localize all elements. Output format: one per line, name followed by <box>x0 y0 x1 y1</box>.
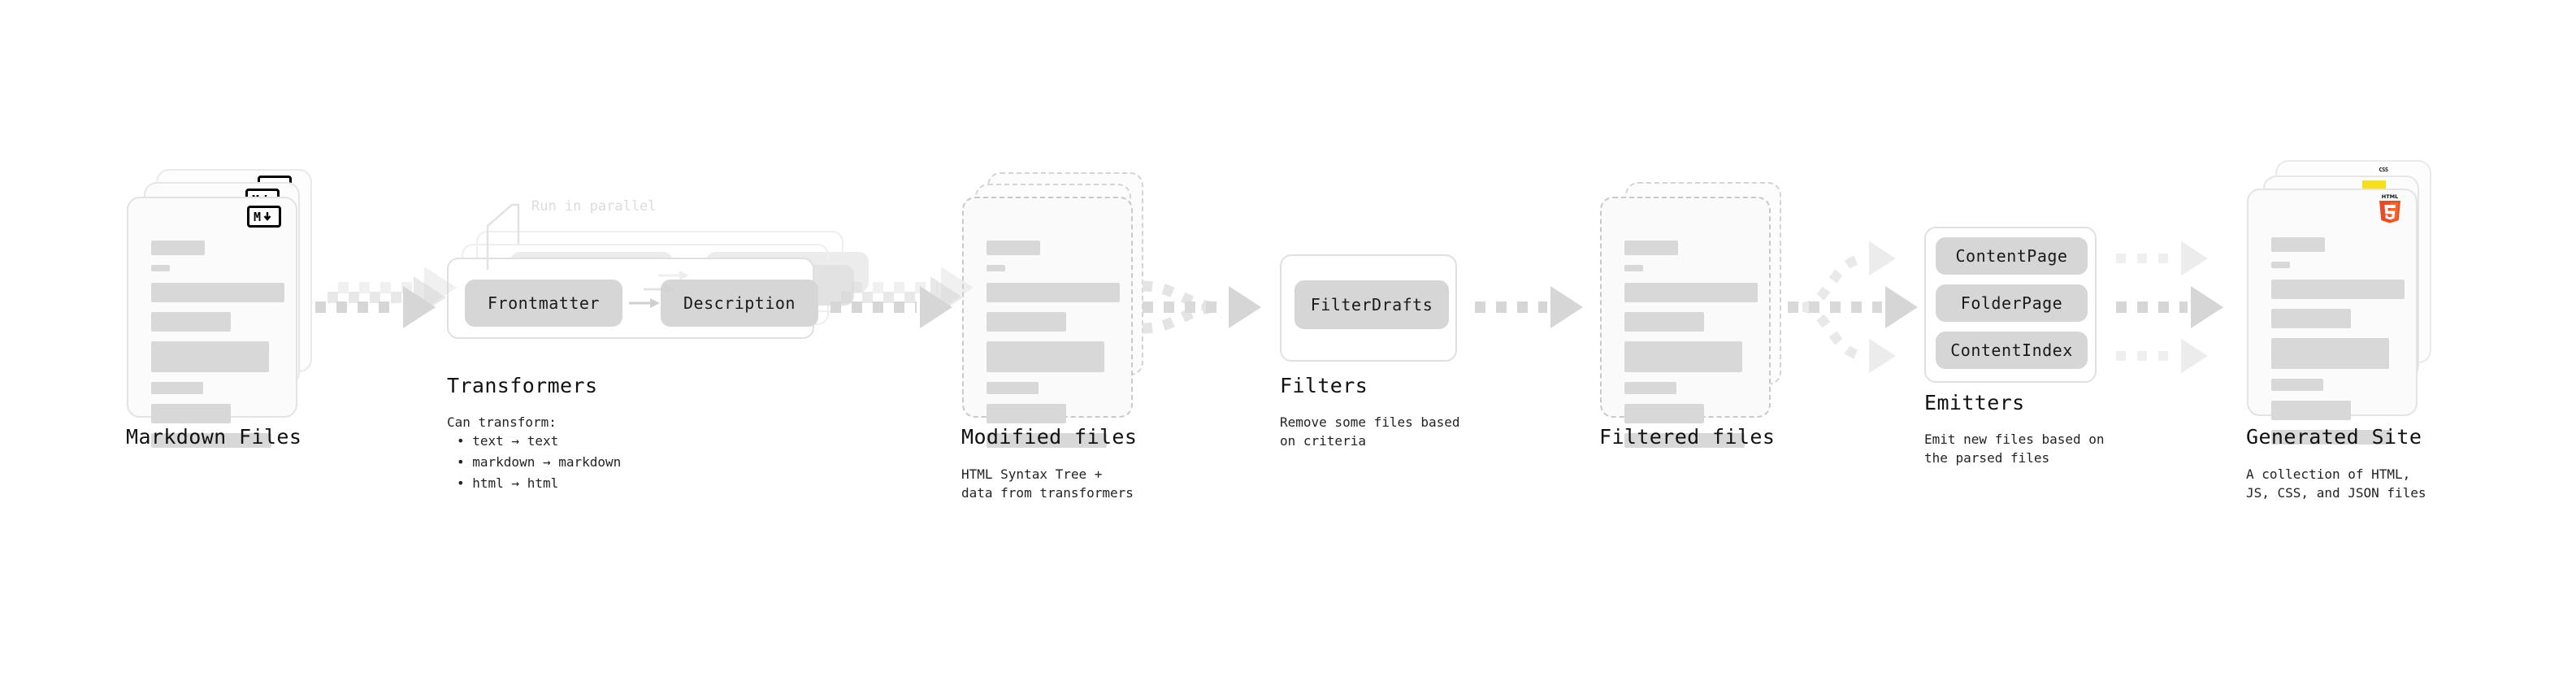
generated-card-front <box>2247 189 2418 445</box>
content-bar <box>2271 430 2392 445</box>
content-bar <box>2271 309 2351 328</box>
content-bar <box>2271 379 2323 391</box>
content-bar <box>151 433 271 448</box>
content-bar <box>2271 280 2405 299</box>
stage-title-transformers: Transformers <box>447 374 598 397</box>
content-bar <box>987 341 1104 372</box>
stage-subtitle-modified-files: HTML Syntax Tree + data from transformer… <box>961 466 1134 501</box>
stage-subtitle-emitters: Emit new files based on the parsed files <box>1924 432 2105 466</box>
stage-title-emitters: Emitters <box>1924 391 2025 414</box>
content-bar <box>151 312 231 332</box>
stage-title-filters: Filters <box>1280 374 1368 397</box>
emitter-chip-contentindex[interactable]: ContentIndex <box>1936 332 2088 369</box>
content-bar <box>987 265 1005 271</box>
content-bar <box>1624 241 1678 255</box>
generated-card-content <box>2271 237 2405 454</box>
arrow-filters-to-filtered <box>1475 286 1583 328</box>
content-bar <box>151 341 269 372</box>
modified-card-content <box>987 241 1120 458</box>
transformer-chip-description[interactable]: Description <box>661 280 818 327</box>
transformer-bullet-2: • html → html <box>457 475 559 491</box>
content-bar <box>987 283 1120 302</box>
content-bar <box>151 265 170 271</box>
modified-card-front <box>962 197 1133 448</box>
transformer-bullet-0: • text → text <box>457 433 559 449</box>
content-bar <box>2271 237 2325 252</box>
stage-title-markdown-files: Markdown Files <box>126 425 302 449</box>
transformer-bullet-1: • markdown → markdown <box>457 454 622 470</box>
content-bar <box>1624 404 1704 423</box>
arrow-markdown-to-transformers <box>315 267 457 328</box>
content-bar <box>1624 283 1758 302</box>
stage-title-generated-site: Generated Site <box>2246 425 2422 449</box>
content-bar <box>1624 382 1676 394</box>
content-bar <box>151 382 203 394</box>
content-bar <box>151 283 284 302</box>
filter-chip-filterdrafts[interactable]: FilterDrafts <box>1295 280 1449 329</box>
content-bar <box>987 382 1039 394</box>
stage-subtitle-transformers: Can transform: <box>447 414 557 430</box>
svg-text:HTML: HTML <box>2382 193 2398 200</box>
content-bar <box>987 433 1107 448</box>
content-bar <box>1624 312 1704 332</box>
arrow-filtered-to-emitters <box>1788 241 1918 374</box>
content-bar <box>2271 401 2351 420</box>
markdown-card-front <box>127 197 297 448</box>
filtered-card-content <box>1624 241 1758 458</box>
emitter-chip-folderpage[interactable]: FolderPage <box>1936 284 2088 322</box>
filtered-card-front <box>1600 197 1771 448</box>
html5-icon: HTML <box>2377 193 2403 227</box>
arrow-modified-to-filters <box>1142 280 1261 334</box>
stage-title-filtered-files: Filtered files <box>1599 425 1776 449</box>
emitter-chip-contentpage[interactable]: ContentPage <box>1936 237 2088 275</box>
content-bar <box>987 404 1066 423</box>
content-bar <box>1624 341 1742 372</box>
content-bar <box>1624 433 1745 448</box>
run-in-parallel-annotation: Run in parallel <box>531 198 657 215</box>
arrow-emitters-to-generated <box>2116 241 2223 374</box>
stage-subtitle-filters: Remove some files based on criteria <box>1280 414 1460 449</box>
content-bar <box>987 312 1066 332</box>
stage-title-modified-files: Modified files <box>961 425 1138 449</box>
transformer-chip-frontmatter[interactable]: Frontmatter <box>465 280 622 327</box>
content-bar <box>151 404 231 423</box>
content-bar <box>2271 262 2290 268</box>
markdown-card-content <box>151 241 284 458</box>
markdown-icon: M <box>247 206 281 228</box>
content-bar <box>151 241 205 255</box>
content-bar <box>1624 265 1643 271</box>
stage-subtitle-generated-site: A collection of HTML, JS, CSS, and JSON … <box>2246 466 2426 501</box>
content-bar <box>987 241 1040 255</box>
svg-text:M: M <box>254 210 261 223</box>
content-bar <box>2271 338 2389 369</box>
